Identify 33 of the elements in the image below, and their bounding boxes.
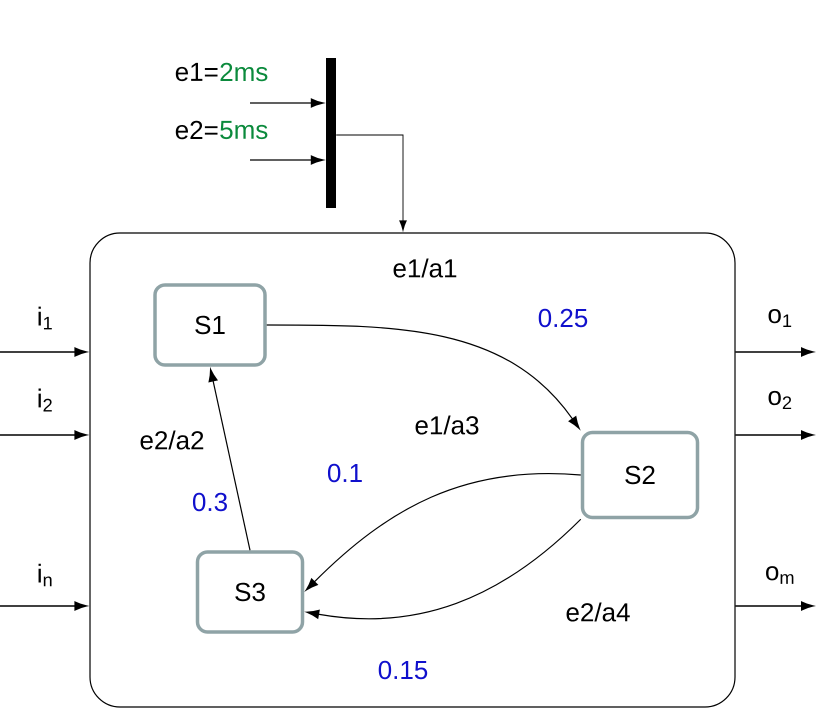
arrow [0, 430, 87, 440]
arrow [250, 155, 324, 165]
edge-label: e2/a2 [140, 430, 204, 450]
edge-label: e1/a1 [394, 258, 456, 278]
duration-label: 2ms [220, 62, 268, 82]
state-box: S3 [196, 550, 304, 634]
arrow [306, 472, 581, 591]
arrow [0, 347, 87, 357]
edge-label: e1/a3 [416, 415, 478, 435]
arrow [736, 430, 814, 440]
arrow [736, 601, 814, 611]
output-label: o$_{m}$ [766, 566, 794, 584]
arrow [250, 98, 324, 108]
event-label: e1= [176, 62, 218, 82]
input-label: i$_{2}$ [38, 388, 52, 412]
event-label: e2= [176, 120, 218, 140]
probability-label: 0.25 [538, 308, 588, 328]
arrow [336, 134, 407, 231]
arrow [736, 347, 814, 357]
arrow [208, 368, 251, 550]
state-box: S2 [580, 430, 700, 520]
input-label: i$_{n}$ [38, 564, 52, 586]
arrow [306, 518, 582, 620]
arrow [0, 601, 87, 611]
edge-label: e2/a4 [566, 602, 630, 622]
probability-label: 0.1 [328, 464, 362, 482]
state-box: S1 [153, 283, 267, 367]
output-label: o$_{1}$ [768, 309, 792, 327]
arrow [266, 324, 580, 430]
synchronization-bar [326, 58, 336, 208]
probability-label: 0.3 [192, 492, 227, 512]
duration-label: 5ms [220, 120, 268, 140]
container-box [89, 232, 736, 708]
